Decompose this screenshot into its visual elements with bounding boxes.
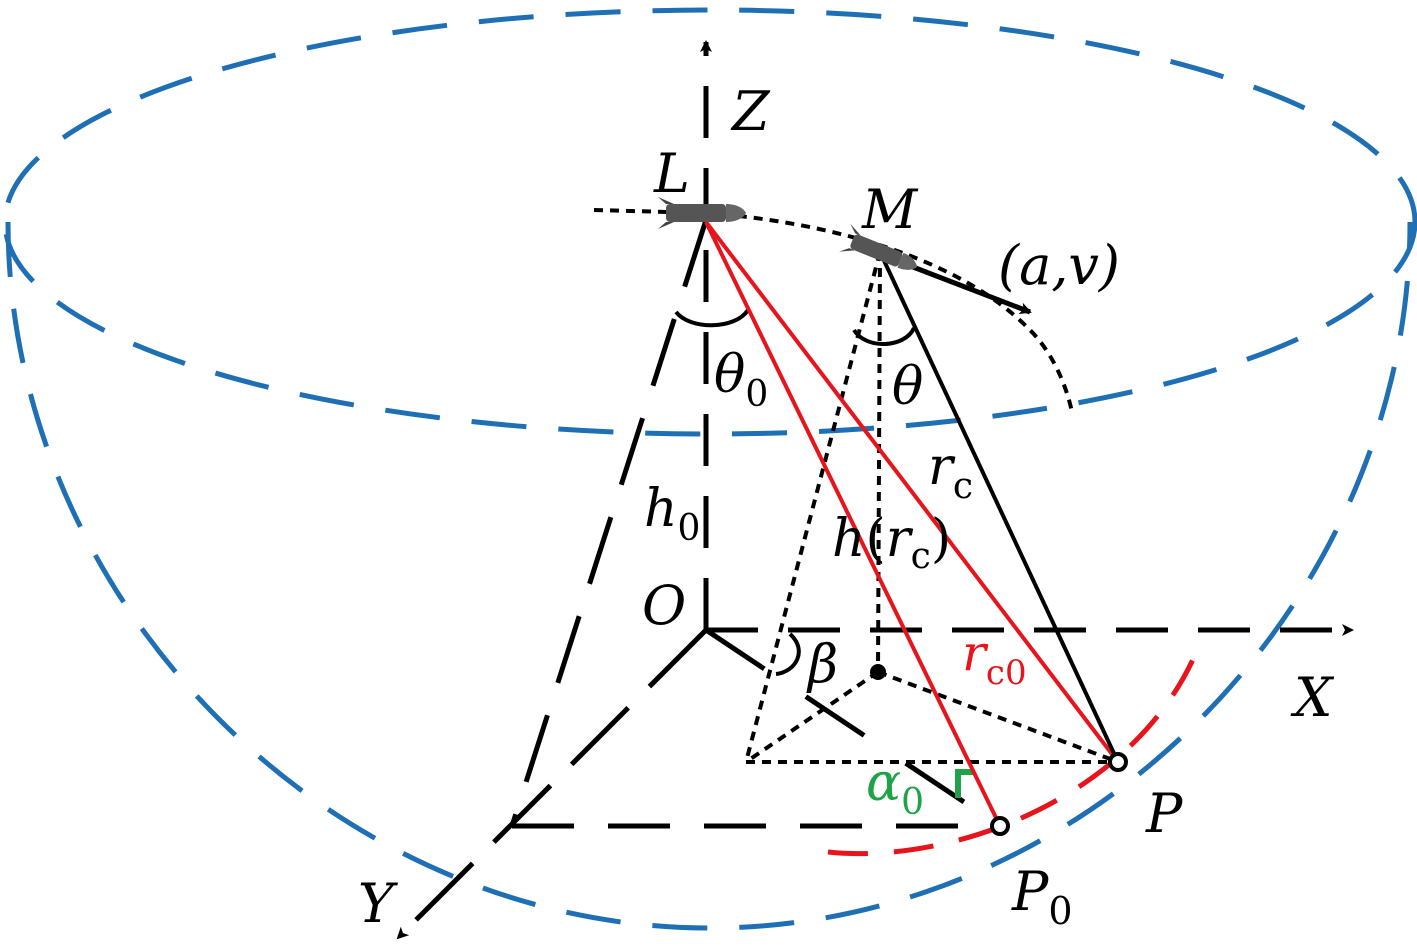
coverage-top-ellipse xyxy=(2,7,1417,437)
rc0-line-p0 xyxy=(704,221,1002,827)
coverage-bowl-outline xyxy=(5,221,1413,931)
launcher-label: L xyxy=(653,142,690,205)
theta0-arc xyxy=(674,308,750,328)
missile-icon-m xyxy=(839,223,918,270)
y-axis-label: Y xyxy=(358,872,398,935)
rc0-label: rc0 xyxy=(962,624,1027,693)
alpha0-right-angle xyxy=(955,769,974,798)
ground-line-beta xyxy=(704,627,1002,829)
ground-triangle-right xyxy=(877,670,1119,764)
rc-line xyxy=(878,251,1120,763)
p0-label: P0 xyxy=(1011,860,1073,933)
ground-arc xyxy=(827,653,1198,857)
alpha0-label: α0 xyxy=(866,753,924,823)
l-drop-line xyxy=(509,219,709,827)
y-axis-line xyxy=(396,628,708,940)
ground-triangle-left xyxy=(744,670,880,764)
h0-label: h0 xyxy=(644,479,700,549)
point-m-ground xyxy=(870,664,886,680)
theta0-label: θ0 xyxy=(714,345,768,415)
axes xyxy=(396,40,1354,940)
theta-arc xyxy=(852,326,916,346)
h-rc-label: h(rc) xyxy=(832,509,951,577)
angle-marks xyxy=(674,308,916,676)
p-label: P xyxy=(1145,782,1184,845)
theta-label: θ xyxy=(892,357,923,417)
slant-ranges xyxy=(704,220,1120,827)
missile-icon-l xyxy=(658,197,746,229)
z-axis-label: Z xyxy=(730,80,771,143)
point-p xyxy=(1108,752,1128,772)
missile-label: M xyxy=(861,178,919,241)
motion-label: (a,v) xyxy=(998,234,1120,297)
origin-label: O xyxy=(642,574,686,637)
x-axis-label: X xyxy=(1290,666,1335,729)
velocity-arrow xyxy=(899,259,1032,315)
rc-label: rc xyxy=(928,437,973,507)
rc0-line-p xyxy=(704,220,1120,764)
beta-label: β xyxy=(806,635,838,695)
m-nadir-line xyxy=(876,251,882,673)
beta-arc xyxy=(775,632,801,676)
point-p0 xyxy=(990,816,1010,836)
coverage-boundary xyxy=(2,7,1417,931)
flight-path xyxy=(593,208,1074,413)
